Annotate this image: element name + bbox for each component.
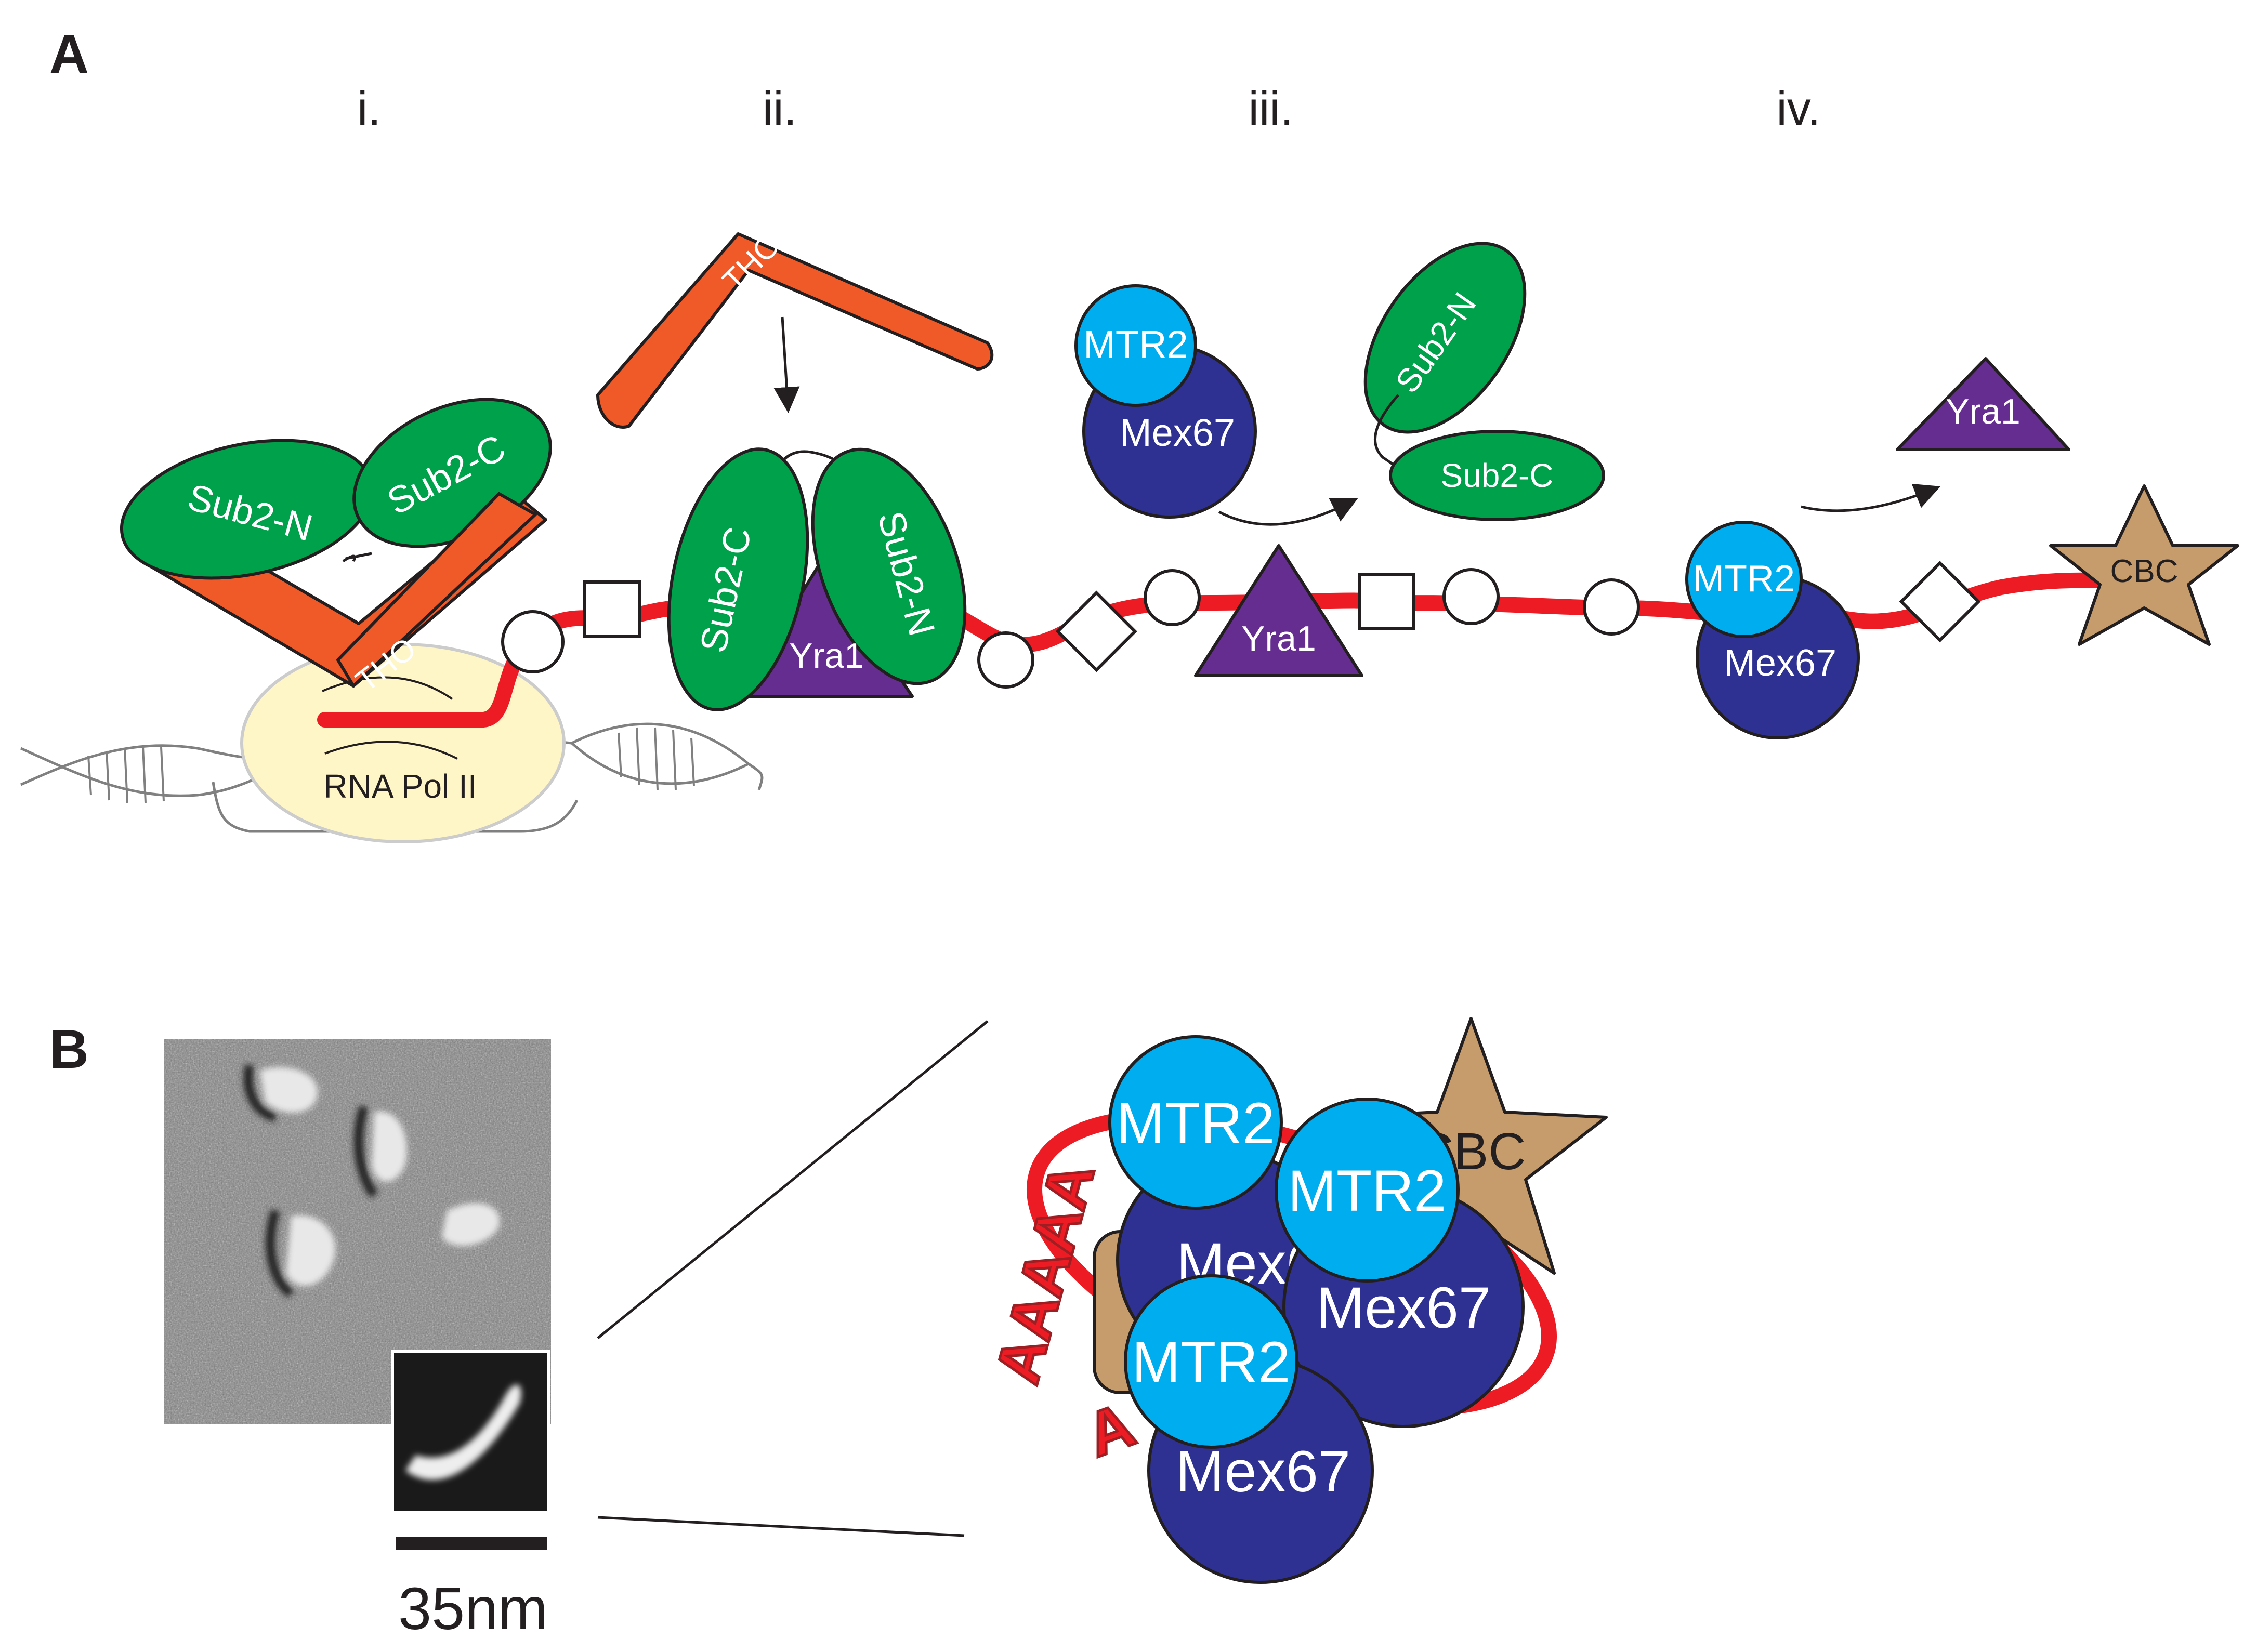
- rna-circle-5: [1583, 578, 1640, 636]
- cbc-iv: [2049, 484, 2239, 646]
- tho-recruit-arrow: [773, 316, 800, 413]
- mtr2-b-3: [1124, 1274, 1298, 1449]
- zoom-line-lower: [597, 1516, 965, 1537]
- mtr2-b-3-label: MTR2: [1132, 1330, 1291, 1395]
- yra1-iii: [1194, 544, 1363, 677]
- scale-bar-label: 35nm: [398, 1576, 548, 1642]
- yra1-ii-label: Yra1: [789, 636, 864, 676]
- zoom-line-upper: [597, 1020, 989, 1339]
- step-label-iv: iv.: [1776, 82, 1820, 135]
- rna-circle-3: [1144, 569, 1201, 626]
- pol-arc-lower: [324, 741, 458, 760]
- em-inset: [391, 1350, 550, 1514]
- mex67-b-2-label: Mex67: [1316, 1275, 1491, 1340]
- mrnp-model: CBC AAAAA A Mex6 MTR2 Mex67 MTR2 Mex67 M…: [981, 1017, 1608, 1584]
- mtr2-b-1: [1108, 1035, 1283, 1210]
- step-ii-complex: Sub2-C Sub2-N Yra1: [667, 447, 967, 711]
- step-i-complex: Sub2-N Sub2-C THO: [120, 398, 552, 698]
- mex67-b-3-label: Mex67: [1176, 1439, 1350, 1504]
- release-arrow-iii: [1218, 498, 1358, 526]
- mex67-iv-label: Mex67: [1724, 642, 1836, 684]
- yra1-iii-label: Yra1: [1241, 619, 1316, 658]
- step-ii-tho: THO: [596, 227, 994, 429]
- panel-a-label: A: [49, 24, 89, 85]
- rna-marks: [501, 561, 1981, 689]
- rna-pol-ii-label: RNA Pol II: [323, 768, 477, 805]
- em-micrograph: [164, 1039, 551, 1514]
- sub2-c-iii-label: Sub2-C: [1441, 457, 1554, 494]
- yra1-iv: [1896, 357, 2070, 451]
- rna-diamond-2: [1899, 561, 1981, 643]
- tho-body-ii: [596, 232, 994, 429]
- sub2-c-ii: [667, 447, 809, 711]
- rna-circle-4: [1442, 568, 1500, 625]
- mtr2-iii: [1074, 284, 1197, 407]
- mtr2-b-2-label: MTR2: [1288, 1158, 1447, 1223]
- mtr2-iv-label: MTR2: [1693, 558, 1795, 600]
- step-label-ii: ii.: [763, 82, 797, 135]
- step-label-i: i.: [357, 82, 381, 135]
- step-iv-complex: Yra1 MTR2 Mex67 CBC: [1685, 357, 2239, 739]
- mex67-iii-label: Mex67: [1120, 411, 1235, 454]
- sub2-n-iii: [1363, 242, 1527, 434]
- mtr2-b-1-label: MTR2: [1117, 1091, 1275, 1156]
- sub2-c-iii: [1389, 430, 1605, 521]
- rna-circle-2: [977, 631, 1034, 689]
- step-label-iii: iii.: [1249, 82, 1294, 135]
- polya-tail-end: A: [1077, 1390, 1143, 1471]
- scale-bar: [396, 1537, 547, 1550]
- panel-b-label: B: [49, 1019, 89, 1080]
- cbc-iv-label: CBC: [2110, 553, 2179, 589]
- rna-diamond-1: [1055, 590, 1137, 672]
- rna-square-1: [583, 580, 641, 638]
- pol-arc-upper: [322, 676, 453, 700]
- release-arrow-iv: [1801, 483, 1941, 512]
- step-iii-complex: MTR2 Mex67 Sub2-N Sub2-C Yra1: [1074, 242, 1605, 677]
- mtr2-iii-label: MTR2: [1083, 323, 1188, 366]
- mtr2-b-2: [1275, 1098, 1460, 1283]
- mtr2-iv: [1685, 521, 1803, 638]
- yra1-iv-label: Yra1: [1946, 392, 2020, 431]
- rna-circle-1: [501, 610, 565, 673]
- tho-arm-front: [336, 492, 537, 688]
- sub2-n-ii: [811, 447, 967, 685]
- rna-square-2: [1358, 573, 1415, 630]
